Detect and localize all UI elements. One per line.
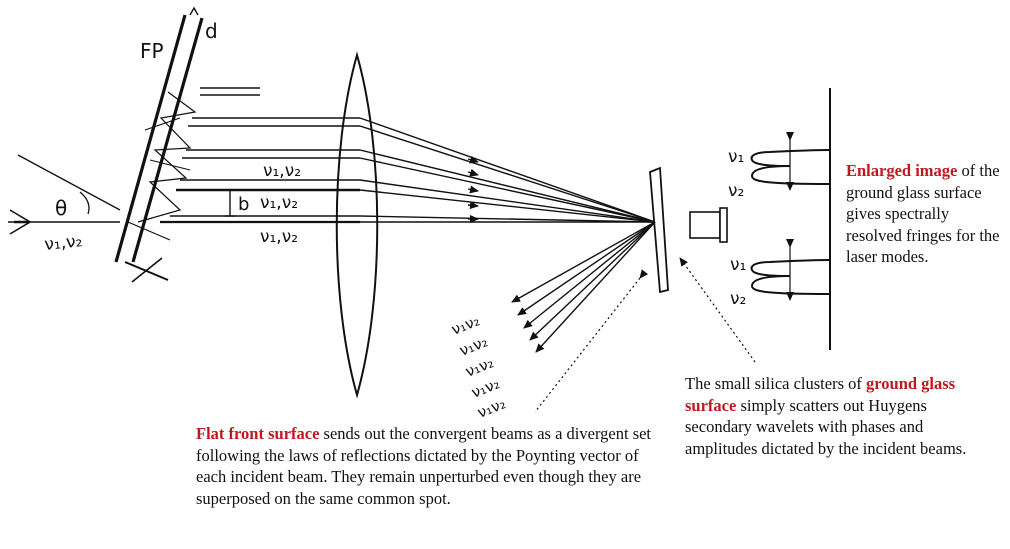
fabry-perot-etalon [114, 14, 204, 283]
beam-nu-label-3: ν₁,ν₂ [260, 227, 298, 247]
d-arrow-mark [189, 6, 199, 16]
eyepiece-icon [689, 207, 728, 243]
ground-glass-plate [649, 166, 669, 294]
fp-label: FP [140, 39, 164, 63]
input-nu-label: ν₁,ν₂ [43, 231, 83, 255]
caption-enlarged-highlight: Enlarged image [846, 161, 958, 180]
converging-lens [335, 51, 379, 399]
caption-flat-front-highlight: Flat front surface [196, 424, 320, 443]
caption-flat-front-text: sends out the convergent beams as a dive… [196, 424, 652, 508]
beam-nu-label-2: ν₁,ν₂ [260, 193, 298, 213]
pointer-ground-glass [679, 257, 756, 363]
fringe-nu1-top: ν₁ [728, 147, 744, 167]
fringe-nu2-bottom: ν₂ [730, 289, 746, 309]
caption-ground-glass: The small silica clusters of ground glas… [685, 373, 995, 459]
caption-ground-glass-highlight: ground glass surface [685, 374, 956, 415]
theta-label: θ [55, 196, 67, 220]
converging-beams [359, 117, 656, 223]
transmitted-beams [160, 87, 360, 224]
caption-ground-glass-lead: The small silica clusters of [685, 374, 862, 393]
caption-enlarged-image: Enlarged image of the ground glass surfa… [846, 160, 1006, 268]
caption-enlarged-text: of the ground glass surface gives spectr… [846, 161, 1000, 266]
incoming-beam [8, 154, 121, 235]
beam-nu-label-1: ν₁,ν₂ [263, 161, 301, 181]
d-label: d [205, 19, 218, 43]
caption-ground-glass-text: simply scatters out Huygens secondary wa… [685, 395, 967, 458]
b-spacing-marker [225, 189, 235, 217]
b-label: b [238, 194, 249, 215]
pointer-flat-front [534, 269, 649, 413]
scattered-nu-labels: ν₁ν₂ ν₁ν₂ ν₁ν₂ ν₁ν₂ ν₁ν₂ [449, 311, 508, 421]
fringe-nu2-top: ν₂ [728, 181, 744, 201]
reflected-beams [511, 221, 656, 353]
caption-flat-front-surface: Flat front surface sends out the converg… [196, 423, 666, 509]
fringe-profile [750, 88, 831, 350]
fringe-nu1-bottom: ν₁ [730, 255, 746, 275]
